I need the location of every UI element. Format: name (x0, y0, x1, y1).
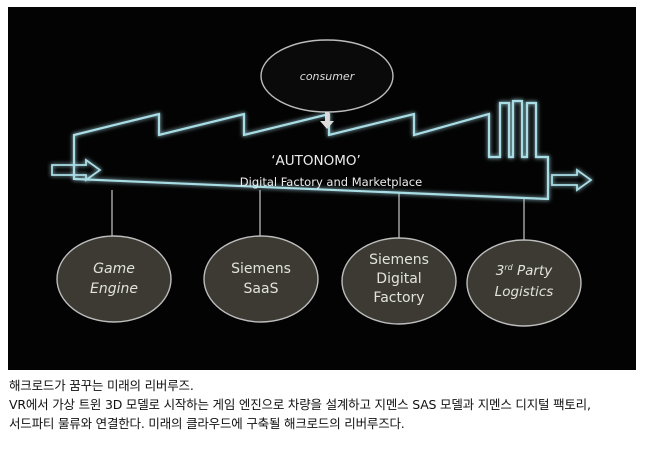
node-siemens-saas-line2: SaaS (244, 281, 279, 297)
logistics-party-text: Party (513, 263, 554, 279)
node-siemens-factory-line3: Factory (373, 290, 424, 306)
input-arrow (51, 158, 102, 182)
caption-line-2: 서드파티 물류와 연결한다. 미래의 클라우드에 구축될 해크로드의 리버루즈다… (9, 416, 405, 431)
node-game-engine-line2: Engine (90, 281, 138, 297)
logistics-ordinal-suffix: rd (504, 263, 513, 272)
node-logistics-line1: 3rd Party (496, 263, 554, 279)
caption: 해크로드가 꿈꾸는 미래의 리버루즈. VR에서 가상 트윈 3D 모델로 시작… (9, 376, 645, 433)
node-game-engine: Game Engine (56, 235, 172, 323)
node-siemens-factory-line2: Digital (376, 271, 421, 287)
logistics-ordinal-number: 3 (496, 263, 505, 279)
consumer-label: consumer (300, 70, 356, 83)
caption-title: 해크로드가 꿈꾸는 미래의 리버루즈. (9, 378, 194, 393)
factory-title: ‘AUTONOMO’ (271, 153, 361, 169)
factory-outline (72, 99, 550, 201)
node-logistics-line2: Logistics (495, 284, 554, 300)
node-3rd-party-logistics: 3rd Party Logistics (466, 239, 582, 327)
consumer-arrow (320, 112, 334, 129)
node-siemens-factory-line1: Siemens (369, 252, 429, 268)
factory-diagram: consumer ‘AUTONOMO’ Digital Factory and … (51, 39, 593, 327)
node-game-engine-line1: Game (93, 261, 135, 277)
node-siemens-saas: Siemens SaaS (203, 235, 319, 323)
output-arrow (551, 168, 593, 192)
diagram-slide: consumer ‘AUTONOMO’ Digital Factory and … (8, 7, 636, 370)
node-siemens-saas-line1: Siemens (231, 261, 291, 277)
connector-lines (111, 190, 525, 244)
factory-subtitle: Digital Factory and Marketplace (240, 175, 422, 189)
node-siemens-digital-factory: Siemens Digital Factory (341, 237, 457, 325)
caption-line-1: VR에서 가상 트윈 3D 모델로 시작하는 게임 엔진으로 차량을 설계하고 … (9, 397, 591, 412)
